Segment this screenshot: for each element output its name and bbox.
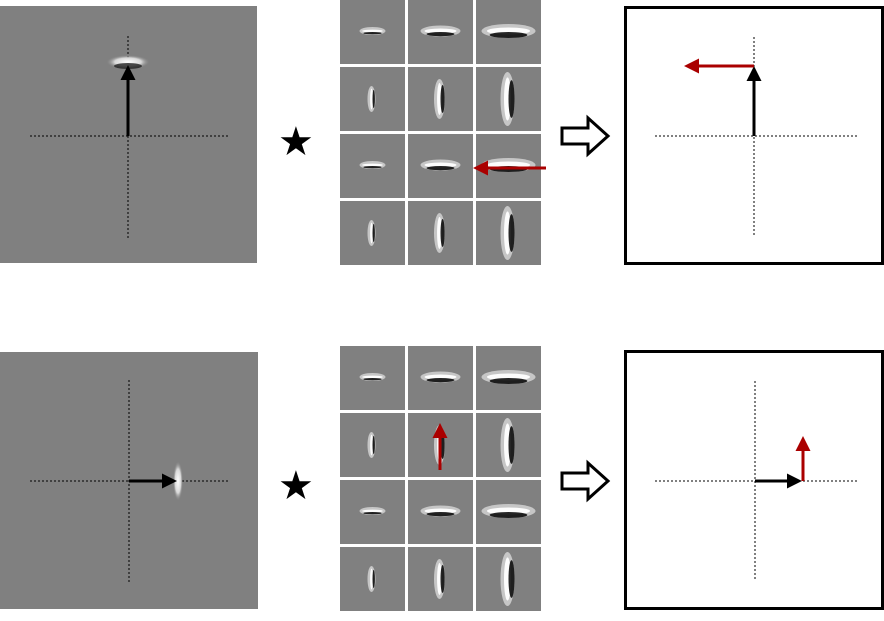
filter-cell [476,201,541,265]
kernel-lobe [370,88,373,110]
filter-kernel [367,566,376,592]
filter-kernel [367,432,376,458]
response-blob [173,461,183,501]
kernel-lobe [362,29,383,33]
kernel-lobe [363,166,382,169]
filter-cell [476,67,541,131]
kernel-lobe [372,223,375,243]
filter-kernel [420,505,461,517]
filter-cell [408,134,473,198]
kernel-lobe [508,426,515,464]
filter-highlight-bottom [432,423,448,470]
filter-kernel [434,559,445,599]
filter-kernel [481,504,536,518]
kernel-lobe [437,563,442,595]
kernel-lobe [372,89,375,109]
result-panel-bottom [624,350,884,610]
star-icon: ★ [278,119,314,165]
result-panel-top [624,6,884,265]
filter-bank-bottom [340,346,542,615]
filter-cell [476,480,541,544]
filter-cell [408,346,473,410]
filter-kernel [367,220,376,246]
filter-cell [476,413,541,477]
hollow-right-arrow-icon [560,114,611,158]
filter-kernel [359,373,386,381]
kernel-lobe [372,569,375,589]
kernel-lobe [363,32,382,35]
filter-cell [476,0,541,64]
input-diagram-bottom [30,380,230,582]
filter-cell [476,547,541,611]
filter-kernel [359,507,386,515]
kernel-lobe [508,80,515,118]
filter-highlight-top [473,160,546,176]
filter-kernel [434,213,445,253]
result-diagram-top [655,37,857,237]
filter-bank-top [340,0,546,269]
filter-cell [340,413,405,477]
kernel-lobe [426,166,455,171]
filter-cell [340,0,405,64]
kernel-lobe [424,162,457,168]
filter-cell [408,0,473,64]
kernel-lobe [363,378,382,381]
filter-kernel [500,552,515,606]
kernel-lobe [440,219,445,247]
kernel-lobe [370,222,373,244]
kernel-lobe [489,512,528,518]
kernel-lobe [508,560,515,598]
filter-kernel [420,159,461,171]
kernel-lobe [362,375,383,379]
kernel-lobe [440,431,445,459]
input-image-bottom [0,352,258,609]
filter-cell [340,201,405,265]
hollow-right-arrow-icon [560,459,611,503]
kernel-lobe [426,512,455,517]
filter-cell [340,346,405,410]
filter-cell [340,480,405,544]
kernel-lobe [363,512,382,515]
star-icon: ★ [278,463,314,509]
filter-kernel [481,24,536,38]
filter-kernel [500,418,515,472]
kernel-lobe [440,565,445,593]
filter-kernel [420,371,461,383]
kernel-lobe [426,378,455,383]
filter-kernel [420,25,461,37]
filter-cell [340,547,405,611]
kernel-lobe [372,435,375,455]
filter-kernel [359,161,386,169]
kernel-lobe [424,374,457,380]
filter-cell [408,201,473,265]
kernel-lobe [440,85,445,113]
filter-kernel [359,27,386,35]
filter-kernel [481,370,536,384]
filter-cell [408,67,473,131]
input-image-top [0,6,257,263]
filter-kernel [500,206,515,260]
kernel-lobe [370,568,373,590]
kernel-lobe [489,32,528,38]
kernel-lobe [437,83,442,115]
kernel-lobe [489,378,528,384]
filter-cell [340,67,405,131]
filter-cell [476,346,541,410]
input-diagram-top [30,36,230,238]
filter-kernel [434,79,445,119]
kernel-lobe [426,31,455,37]
kernel-lobe [370,434,373,456]
filter-cell [408,547,473,611]
kernel-lobe [424,508,457,514]
filter-cell [340,134,405,198]
result-diagram-bottom [655,381,857,581]
filter-cell [408,480,473,544]
kernel-lobe [508,214,515,252]
kernel-lobe [437,217,442,249]
kernel-lobe [362,509,383,513]
kernel-lobe [424,28,457,34]
kernel-lobe [362,163,383,167]
filter-kernel [500,72,515,126]
filter-kernel [367,86,376,112]
